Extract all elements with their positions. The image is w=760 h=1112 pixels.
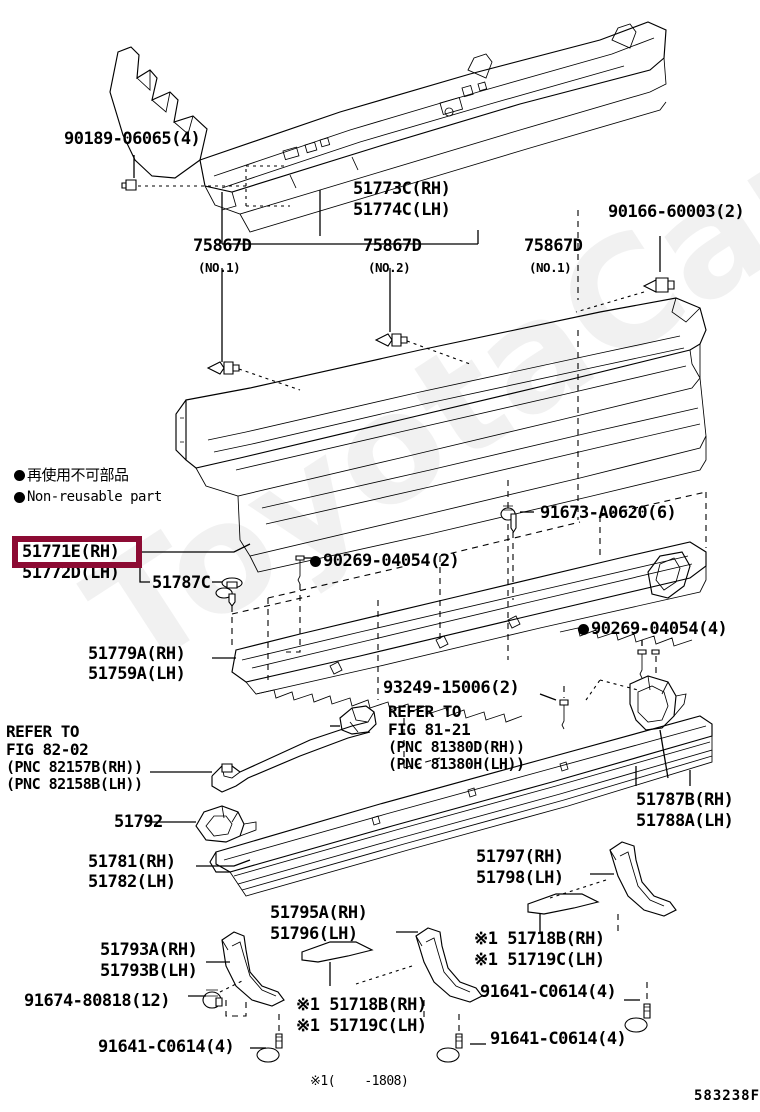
label-51795A-rh: 51795A(RH) bbox=[270, 903, 368, 923]
label-91641-C0614-bottom-right: 91641-C0614(4) bbox=[490, 1029, 627, 1049]
refer-82-line1: REFER TO bbox=[6, 722, 80, 741]
label-91641-C0614-right: 91641-C0614(4) bbox=[480, 982, 617, 1002]
label-75867D-3: 75867D bbox=[524, 236, 583, 256]
label-51797-rh: 51797(RH) bbox=[476, 847, 564, 867]
label-90269-04054-2: 90269-04054(2) bbox=[323, 551, 460, 571]
art-bracket-51793 bbox=[221, 931, 285, 1017]
art-rocker-moulding-main bbox=[175, 297, 707, 573]
label-51788A-lh: 51788A(LH) bbox=[636, 811, 734, 831]
label-51793A-rh: 51793A(RH) bbox=[100, 940, 198, 960]
label-90189-06065: 90189-06065(4) bbox=[64, 129, 201, 149]
watermark-text: ToyotaCarService.ru bbox=[60, 0, 760, 706]
label-51759A-lh: 51759A(LH) bbox=[88, 664, 186, 684]
legend-jp-text: 再使用不可部品 bbox=[27, 466, 129, 484]
label-51779A-rh: 51779A(RH) bbox=[88, 644, 186, 664]
label-90269-04054-2-wrap: 90269-04054(2) bbox=[310, 551, 460, 571]
label-75867D-1-note: (NO.1) bbox=[198, 260, 241, 275]
label-51787C: 51787C bbox=[152, 573, 211, 593]
art-leader-90189 bbox=[121, 155, 290, 207]
label-90269-04054-4-wrap: 90269-04054(4) bbox=[578, 619, 728, 639]
art-bracket-51787B bbox=[629, 649, 687, 779]
label-51772D-lh: 51772D(LH) bbox=[22, 563, 120, 583]
label-51798-lh: 51798(LH) bbox=[476, 868, 564, 888]
refer-81-line1: REFER TO bbox=[388, 702, 462, 721]
refer-82-pnc-rh: (PNC 82157B(RH)) bbox=[6, 758, 143, 776]
highlight-box-51771E[interactable] bbox=[12, 536, 142, 568]
label-90166-60003: 90166-60003(2) bbox=[608, 202, 745, 222]
art-leader-51781 bbox=[196, 859, 251, 867]
label-93249-15006: 93249-15006(2) bbox=[383, 678, 520, 698]
label-90269-04054-4: 90269-04054(4) bbox=[591, 619, 728, 639]
art-bracket-51792 bbox=[195, 805, 257, 843]
refer-fig-82-02-block: REFER TO FIG 82-02 (PNC 82157B(RH)) (PNC… bbox=[6, 723, 143, 793]
refer-fig-81-21-block: REFER TO FIG 81-21 (PNC 81380D(RH)) (PNC… bbox=[388, 703, 525, 773]
footnote-date-range: ※1( -1808) bbox=[310, 1074, 409, 1089]
legend-en-text: Non-reusable part bbox=[27, 489, 162, 505]
art-screw-91673 bbox=[500, 505, 534, 600]
label-51787B-rh: 51787B(RH) bbox=[636, 790, 734, 810]
art-sliver-51718-left bbox=[301, 941, 374, 986]
art-clip-51787C bbox=[212, 577, 243, 650]
non-reusable-marker-icon bbox=[14, 470, 25, 481]
legend-block: 再使用不可部品 Non-reusable part bbox=[14, 466, 162, 507]
label-51773C-rh: 51773C(RH) bbox=[353, 179, 451, 199]
label-51718B-rh-left: ※1 51718B(RH) bbox=[296, 995, 427, 1015]
label-75867D-1: 75867D bbox=[193, 236, 252, 256]
art-sliver-51718-right bbox=[527, 893, 600, 934]
label-75867D-2: 75867D bbox=[363, 236, 422, 256]
non-reusable-marker-icon-2 bbox=[14, 492, 25, 503]
art-bolt-91641-c bbox=[624, 982, 651, 1033]
label-51782-lh: 51782(LH) bbox=[88, 872, 176, 892]
label-91674-80818: 91674-80818(12) bbox=[24, 991, 171, 1011]
art-connector-81-21 bbox=[330, 705, 377, 735]
art-bolt-91641-a bbox=[250, 1014, 283, 1063]
diagram-id: 583238F bbox=[694, 1088, 760, 1104]
non-reusable-marker-icon-4 bbox=[578, 624, 589, 635]
label-91641-C0614-bottom-left: 91641-C0614(4) bbox=[98, 1037, 235, 1057]
refer-82-line2: FIG 82-02 bbox=[6, 740, 89, 759]
art-leader-51771 bbox=[142, 543, 251, 553]
label-51792: 51792 bbox=[114, 812, 163, 832]
art-clip-75867-a bbox=[206, 268, 301, 391]
art-screw-93249 bbox=[539, 679, 639, 730]
label-51774C-lh: 51774C(LH) bbox=[353, 200, 451, 220]
art-pin-90269-b bbox=[637, 640, 647, 679]
refer-82-pnc-lh: (PNC 82158B(LH)) bbox=[6, 775, 143, 793]
refer-81-line2: FIG 81-21 bbox=[388, 720, 471, 739]
label-75867D-3-note: (NO.1) bbox=[529, 260, 572, 275]
label-51796-lh: 51796(LH) bbox=[270, 924, 358, 944]
refer-81-pnc-lh: (PNC 81380H(LH)) bbox=[388, 755, 525, 773]
label-51719C-lh-right: ※1 51719C(LH) bbox=[474, 950, 605, 970]
label-91673-A0620: 91673-A0620(6) bbox=[540, 503, 677, 523]
art-bolt-91641-b bbox=[436, 1014, 486, 1063]
label-75867D-2-note: (NO.2) bbox=[368, 260, 411, 275]
art-bracket-51787 bbox=[139, 568, 150, 583]
label-51771E-rh: 51771E(RH) bbox=[22, 542, 120, 562]
label-51719C-lh-left: ※1 51719C(LH) bbox=[296, 1016, 427, 1036]
art-clip-90166 bbox=[575, 236, 675, 313]
non-reusable-marker-icon-3 bbox=[310, 556, 321, 567]
refer-81-pnc-rh: (PNC 81380D(RH)) bbox=[388, 738, 525, 756]
label-51718B-rh-right: ※1 51718B(RH) bbox=[474, 929, 605, 949]
label-51781-rh: 51781(RH) bbox=[88, 852, 176, 872]
label-51793B-lh: 51793B(LH) bbox=[100, 961, 198, 981]
art-nut-91674 bbox=[188, 979, 245, 1009]
art-clip-75867-b bbox=[374, 268, 471, 365]
art-bracket-51797 bbox=[549, 841, 677, 934]
